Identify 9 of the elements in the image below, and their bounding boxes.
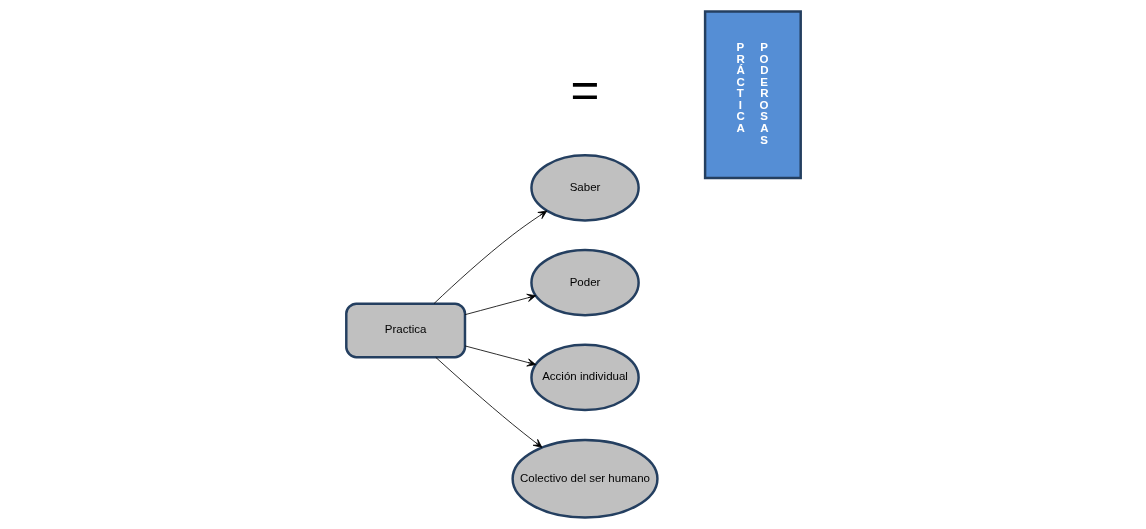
node-ellipse: Acción individual: [529, 343, 640, 412]
label: =: [570, 62, 599, 118]
arrow: [434, 356, 542, 448]
node-ellipse: Poder: [529, 248, 640, 317]
node-box: PRÁCTICA PODEROSAS: [703, 10, 802, 180]
arrow: [433, 210, 547, 304]
arrow: [464, 345, 536, 367]
node-box: Practica: [344, 302, 466, 359]
arrow: [464, 293, 536, 316]
